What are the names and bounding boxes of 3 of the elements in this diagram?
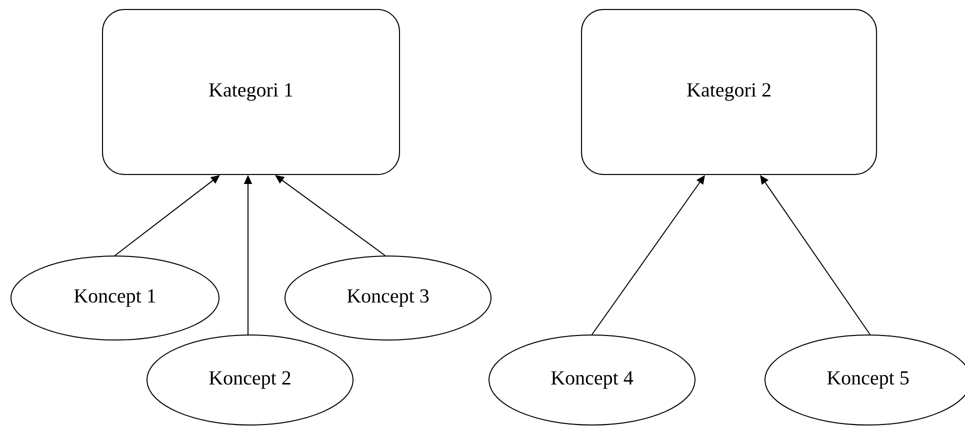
- arrow: [114, 175, 220, 256]
- category-box: Kategori 2: [581, 9, 878, 175]
- category-box: Kategori 1: [102, 9, 400, 175]
